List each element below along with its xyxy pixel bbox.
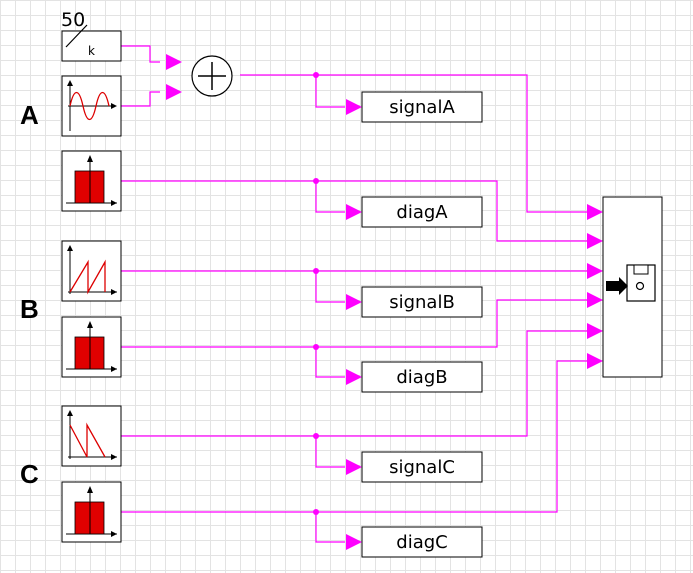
junction-dot <box>313 433 319 439</box>
sawtooth-falling-icon <box>67 410 117 460</box>
wire-sawC-to-signalC <box>315 436 345 468</box>
diagA-input-port[interactable] <box>346 204 362 220</box>
bar-histogram-icon <box>66 321 117 372</box>
output-block-signalA[interactable]: signalA <box>361 91 483 123</box>
gain-slash <box>65 24 88 48</box>
mux-input-port-2[interactable] <box>587 233 603 249</box>
wire-sine-to-sum <box>121 91 160 107</box>
junction-dot <box>313 509 319 515</box>
gain-value: 50 <box>61 9 85 31</box>
output-label-signalC: signalC <box>389 457 455 478</box>
diagC-input-port[interactable] <box>346 534 362 550</box>
output-block-diagA[interactable]: diagA <box>361 196 483 228</box>
output-label-signalA: signalA <box>389 97 455 118</box>
sawtooth-rising-icon <box>67 245 117 295</box>
bar-histogram-icon <box>66 155 117 206</box>
output-label-diagB: diagB <box>396 367 447 388</box>
output-block-diagB[interactable]: diagB <box>361 361 483 393</box>
output-block-diagC[interactable]: diagC <box>361 526 483 558</box>
mux-input-port-3[interactable] <box>587 263 603 279</box>
mux-input-port-5[interactable] <box>587 323 603 339</box>
gain-symbol: k <box>88 44 95 58</box>
junction-dot <box>313 268 319 274</box>
bar-source-block-b[interactable] <box>61 316 122 378</box>
sawtooth-source-block-b[interactable] <box>61 240 122 302</box>
mux-input-port-4[interactable] <box>587 292 603 308</box>
gain-block[interactable]: 50 k <box>61 9 122 62</box>
save-to-file-icon <box>606 264 656 302</box>
sum-input-port[interactable] <box>166 54 182 70</box>
sine-source-block[interactable] <box>61 75 122 137</box>
sine-wave-icon <box>67 80 117 131</box>
mux-input-port-1[interactable] <box>587 204 603 220</box>
wire-barB-to-mux <box>121 299 587 348</box>
sum-input-port[interactable] <box>166 84 182 100</box>
bar-source-block-c[interactable] <box>61 481 122 543</box>
group-label-a: A <box>20 100 39 130</box>
group-label-b: B <box>20 294 39 324</box>
junctions <box>313 72 319 515</box>
wire-gain-to-sum <box>121 45 160 63</box>
wire-barA-to-diagA <box>315 181 345 213</box>
junction-dot <box>313 72 319 78</box>
output-label-signalB: signalB <box>389 292 455 313</box>
signalA-input-port[interactable] <box>346 99 362 115</box>
wire-sawC-to-mux <box>121 330 587 437</box>
junction-dot <box>313 344 319 350</box>
sum-block[interactable] <box>191 55 233 97</box>
output-label-diagA: diagA <box>396 202 448 223</box>
group-label-c: C <box>20 459 39 489</box>
summation-icon <box>198 62 226 90</box>
sawtooth-source-block-c[interactable] <box>61 405 122 467</box>
wire-barA-to-mux <box>121 180 587 242</box>
output-label-diagC: diagC <box>396 532 447 553</box>
wire-barC-to-mux <box>121 360 587 513</box>
bar-source-block-a[interactable] <box>61 150 122 212</box>
wire-sum-to-mux <box>240 74 587 213</box>
wire-barB-to-diagB <box>315 347 345 378</box>
wire-barC-to-diagC <box>315 512 345 543</box>
diagB-input-port[interactable] <box>346 369 362 385</box>
output-block-signalB[interactable]: signalB <box>361 286 483 318</box>
junction-dot <box>313 178 319 184</box>
save-to-file-block[interactable] <box>602 196 663 378</box>
bar-histogram-icon <box>66 486 117 537</box>
output-block-signalC[interactable]: signalC <box>361 451 483 483</box>
signalC-input-port[interactable] <box>346 459 362 475</box>
wire-sawB-to-signalB <box>315 271 345 303</box>
signalB-input-port[interactable] <box>346 294 362 310</box>
mux-input-port-6[interactable] <box>587 353 603 369</box>
wire-sum-to-signalA <box>315 75 345 108</box>
port-arrows <box>166 54 603 550</box>
wires <box>121 45 587 543</box>
